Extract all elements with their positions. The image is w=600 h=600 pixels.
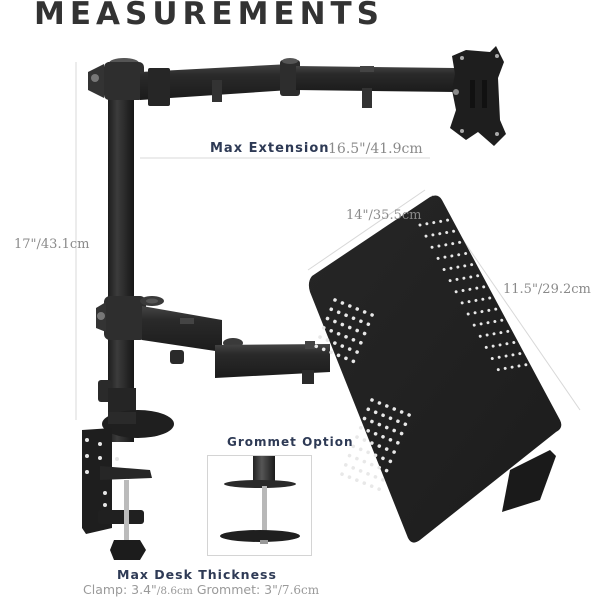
laptop-tray [308, 195, 562, 543]
tray-height-value: 11.5"/29.2cm [503, 282, 591, 297]
max-extension-value: 16.5"/41.9cm [328, 141, 423, 157]
desk-clamp [82, 428, 152, 560]
pole [108, 62, 134, 442]
grommet-option-image [207, 455, 312, 556]
page-title: MEASUREMENTS [34, 0, 385, 32]
max-extension-label: Max Extension [210, 141, 330, 156]
tray-width-value: 14"/35.5cm [346, 208, 422, 223]
pole-height-value: 17"/43.1cm [14, 237, 90, 252]
vesa-plate [450, 46, 506, 146]
grommet-icon [220, 456, 300, 544]
grommet-option-label: Grommet Option [227, 435, 354, 449]
desk-thickness-values: Clamp: 3.4"/8.6cm Grommet: 3"/7.6cm [83, 582, 319, 597]
clamp-thickness-metric: /8.6cm [156, 585, 193, 597]
grommet-thickness-label: Grommet: 3" [196, 582, 278, 597]
grommet-thickness-metric: /7.6cm [277, 583, 320, 597]
max-desk-thickness-label: Max Desk Thickness [117, 567, 277, 582]
clamp-thickness-label: Clamp: 3.4" [83, 582, 157, 597]
